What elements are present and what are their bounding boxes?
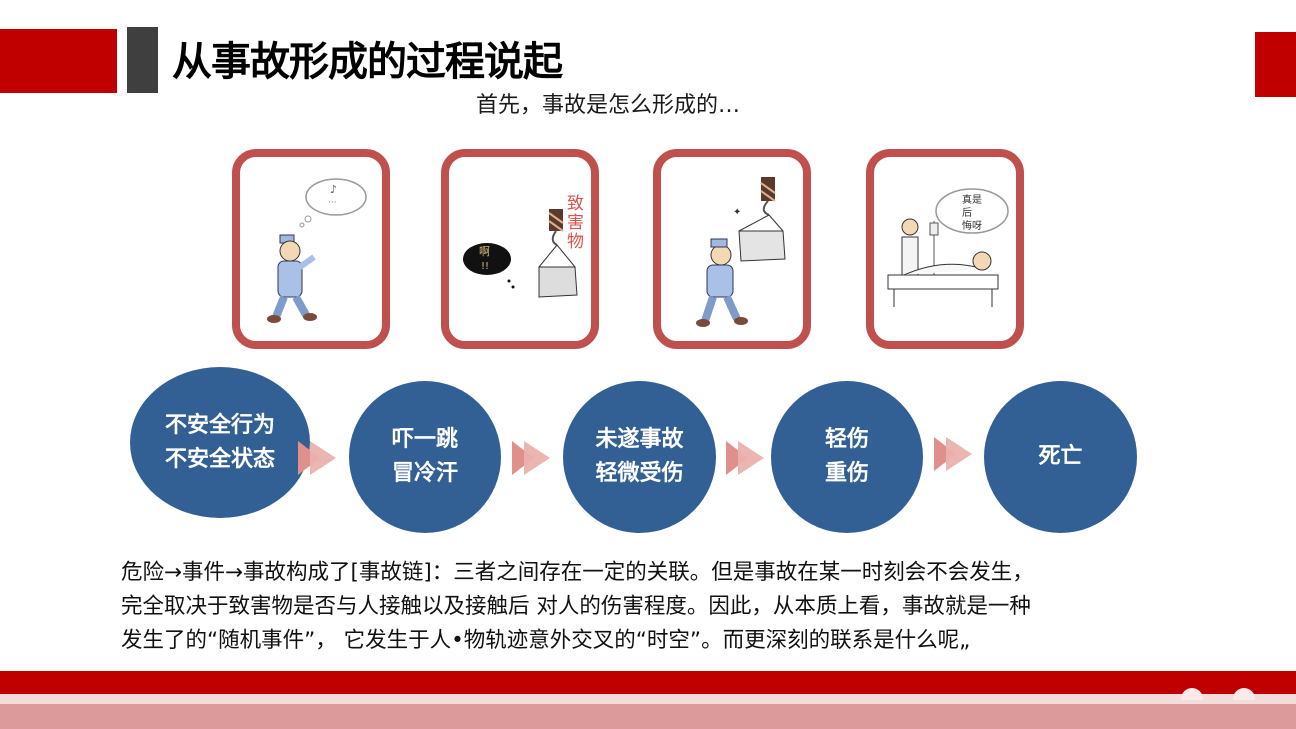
chain-node-line: 吓一跳: [391, 427, 458, 452]
chain-node-injury: 轻伤 重伤: [771, 381, 923, 533]
footer-dot-icon: [1181, 688, 1203, 700]
slide-title: 从事故形成的过程说起: [172, 39, 563, 85]
illustration-frame-3: ✦: [653, 149, 811, 349]
chain-node-line: 冒冷汗: [391, 461, 458, 486]
chain-node-line: 不安全状态: [164, 446, 275, 472]
chain-node-death: 死亡: [984, 381, 1137, 533]
illustration-frame-2: 啊 !! 致害物: [441, 149, 599, 349]
hazard-caption: 致害物: [567, 194, 584, 252]
chain-node-line: 重伤: [824, 461, 869, 486]
hazard-scare-illustration: 啊 !!: [463, 209, 578, 298]
header-accent-red-bar: [0, 29, 117, 93]
svg-text:!!: !!: [481, 261, 489, 272]
paragraph-line: 完全取决于致害物是否与人接触以及接触后 对人的伤害程度。因此，从本质上看，事故就…: [121, 594, 1031, 619]
chain-arrow-icon: [934, 437, 972, 471]
chain-node-line: 轻伤: [824, 427, 869, 452]
chain-arrow-icon: [512, 441, 550, 475]
chain-node-line: 未遂事故: [595, 427, 684, 452]
footer-dot-icon: [1233, 688, 1255, 700]
chain-arrow-icon: [298, 441, 336, 475]
header-accent-right-bar: [1255, 32, 1296, 97]
chain-node-line: 轻微受伤: [595, 461, 684, 486]
load-hits-worker-illustration: ✦: [696, 177, 786, 327]
footer-band-red: [0, 671, 1296, 694]
header-accent-grey-bar: [127, 27, 158, 93]
chain-node-unsafe: 不安全行为 不安全状态: [130, 367, 310, 518]
hospital-regret-illustration: 真是 后 悔呀: [887, 188, 1009, 307]
chain-node-line: 不安全行为: [164, 412, 275, 438]
chain-arrow-icon: [726, 441, 764, 475]
illustration-frame-4: 真是 后 悔呀: [866, 149, 1024, 349]
worker-walking-illustration: ♪ ···: [267, 178, 367, 323]
svg-text:···: ···: [328, 198, 337, 208]
chain-node-scare: 吓一跳 冒冷汗: [349, 381, 501, 533]
footer-band-light: [0, 694, 1296, 704]
paragraph-line: 危险→事件→事故构成了[事故链]：三者之间存在一定的关联。但是事故在某一时刻会不…: [121, 560, 1034, 585]
explanation-paragraph: 危险→事件→事故构成了[事故链]：三者之间存在一定的关联。但是事故在某一时刻会不…: [121, 556, 1181, 658]
svg-text:♪: ♪: [330, 183, 337, 196]
footer-band-pink: [0, 704, 1296, 729]
illustration-frame-1: ♪ ···: [232, 149, 390, 349]
svg-text:悔呀: 悔呀: [962, 219, 982, 232]
svg-text:真是: 真是: [962, 193, 982, 206]
svg-text:后: 后: [962, 207, 972, 219]
paragraph-line: 发生了的“随机事件”， 它发生于人•物轨迹意外交叉的“时空”。而更深刻的联系是什…: [121, 628, 971, 653]
slide-subtitle: 首先，事故是怎么形成的…: [476, 93, 741, 118]
svg-text:啊: 啊: [479, 245, 490, 258]
svg-text:✦: ✦: [733, 207, 741, 218]
chain-node-near-miss: 未遂事故 轻微受伤: [563, 381, 716, 533]
chain-node-line: 死亡: [1038, 444, 1083, 469]
